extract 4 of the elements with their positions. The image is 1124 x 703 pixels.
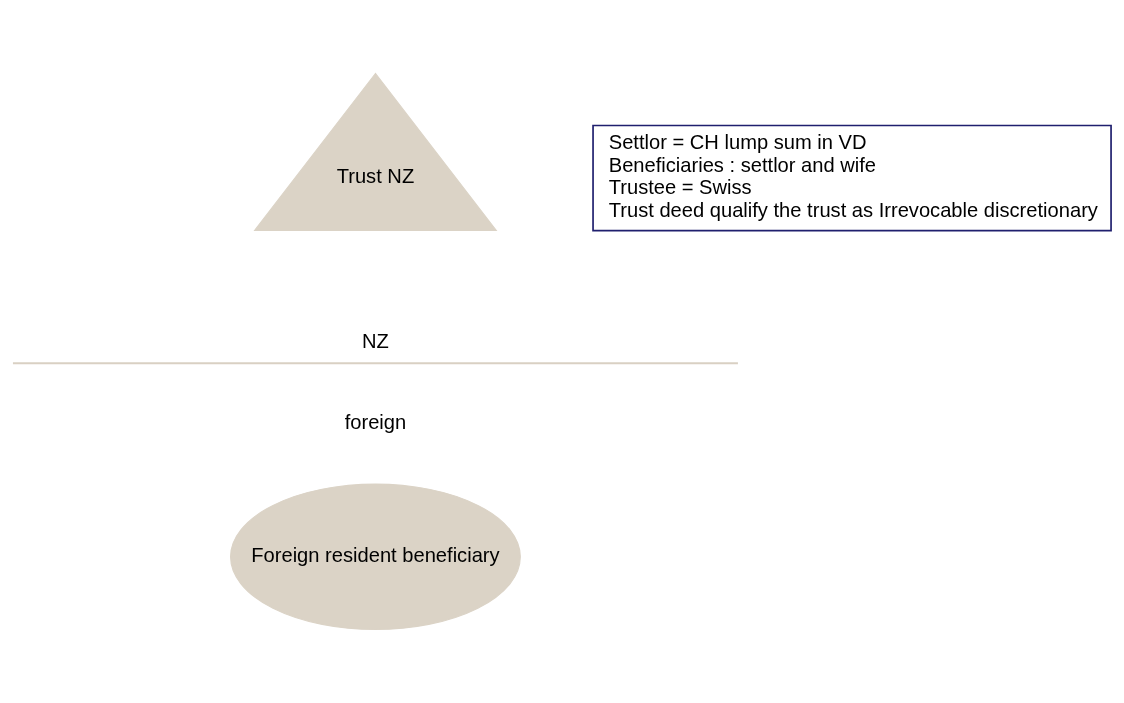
label: foreign [344,410,407,433]
node-box: Settlor = CH lump sum in VD Beneficiaries : settlor and wife Trustee = Swiss Trust deed qualify the trust as Irrevocable discretionary [592,124,1112,232]
node-ellipse: Foreign resident beneficiary [230,483,521,631]
label: NZ [362,330,389,353]
